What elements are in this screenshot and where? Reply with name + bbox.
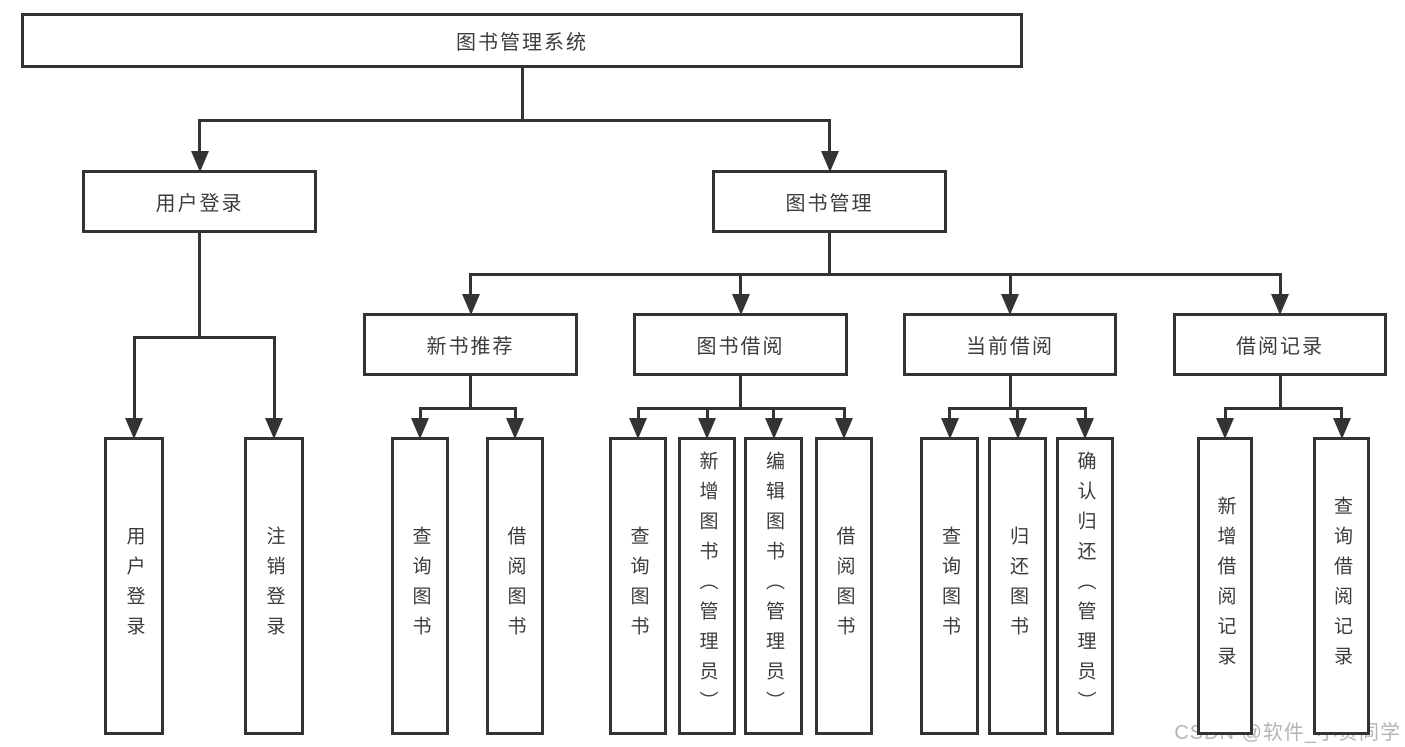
arrowhead-icon: [1076, 418, 1094, 439]
node-label: 新增借阅记录: [1214, 496, 1236, 676]
node-label: 借阅图书: [833, 526, 855, 646]
connector-line: [1340, 407, 1343, 421]
connector-line: [469, 376, 472, 410]
arrowhead-icon: [1271, 294, 1289, 315]
connector-line: [198, 233, 201, 339]
connector-line: [469, 273, 1282, 276]
node-bb-add: 新增图书（管理员）: [678, 437, 736, 735]
connector-line: [513, 407, 517, 421]
node-cb-query: 查询图书: [920, 437, 979, 735]
node-label: 注销登录: [263, 526, 285, 646]
node-br-query: 查询借阅记录: [1313, 437, 1370, 735]
node-label: 查询借阅记录: [1331, 496, 1352, 676]
node-label: 新书推荐: [426, 336, 515, 358]
connector-line: [469, 273, 472, 297]
node-label: 当前借阅: [966, 336, 1054, 358]
node-label: 借阅记录: [1236, 336, 1324, 358]
connector-line: [828, 119, 831, 154]
arrowhead-icon: [764, 418, 783, 439]
node-cb-confirm: 确认归还（管理员）: [1056, 437, 1114, 735]
arrowhead-icon: [1332, 418, 1351, 439]
connector-line: [636, 407, 640, 421]
arrowhead-icon: [835, 418, 853, 439]
connector-line: [132, 336, 136, 421]
connector-line: [1008, 376, 1012, 410]
connector-line: [418, 407, 517, 410]
node-cb-return: 归还图书: [988, 437, 1047, 735]
node-label: 归还图书: [1007, 526, 1028, 646]
connector-line: [1008, 273, 1012, 297]
node-nb-borrow: 借阅图书: [486, 437, 544, 735]
arrowhead-icon: [1216, 418, 1234, 439]
connector-line: [1223, 407, 1343, 410]
connector-line: [739, 376, 742, 410]
connector-line: [828, 233, 831, 276]
node-label: 新增图书（管理员）: [696, 451, 718, 721]
node-label: 用户登录: [123, 526, 145, 646]
node-br-add: 新增借阅记录: [1197, 437, 1253, 735]
connector-line: [1016, 407, 1019, 421]
arrowhead-icon: [265, 418, 283, 439]
node-bb-borrow: 借阅图书: [815, 437, 873, 735]
node-label: 查询图书: [939, 526, 960, 646]
arrowhead-icon: [940, 418, 959, 439]
node-label: 用户登录: [155, 193, 244, 215]
connector-line: [636, 407, 846, 410]
connector-line: [1278, 376, 1282, 410]
node-bb-edit: 编辑图书（管理员）: [744, 437, 803, 735]
arrowhead-icon: [411, 418, 429, 439]
connector-line: [1083, 407, 1087, 421]
node-root: 图书管理系统: [21, 13, 1023, 68]
connector-line: [520, 68, 524, 122]
node-records: 借阅记录: [1173, 313, 1387, 376]
arrowhead-icon: [1008, 418, 1027, 439]
arrowhead-icon: [820, 151, 839, 172]
node-label: 图书管理系统: [456, 32, 588, 54]
node-label: 查询图书: [409, 526, 431, 646]
node-current: 当前借阅: [903, 313, 1117, 376]
connector-line: [198, 119, 831, 122]
connector-line: [198, 119, 201, 154]
node-mgmt: 图书管理: [712, 170, 947, 233]
node-label: 查询图书: [627, 526, 649, 646]
node-logout: 注销登录: [244, 437, 304, 735]
node-login: 用户登录: [82, 170, 317, 233]
arrowhead-icon: [731, 294, 750, 315]
arrowhead-icon: [190, 151, 209, 172]
connector-line: [739, 273, 742, 297]
connector-line: [1278, 273, 1282, 297]
node-nb-query: 查询图书: [391, 437, 449, 735]
node-label: 确认归还（管理员）: [1074, 451, 1096, 721]
node-label: 图书管理: [785, 193, 874, 215]
node-label: 借阅图书: [504, 526, 526, 646]
arrowhead-icon: [698, 418, 716, 439]
arrowhead-icon: [629, 418, 647, 439]
node-label: 编辑图书（管理员）: [763, 451, 784, 721]
connector-line: [772, 407, 775, 421]
connector-line: [948, 407, 951, 421]
node-bb-query: 查询图书: [609, 437, 667, 735]
connector-line: [272, 336, 276, 421]
node-newbook: 新书推荐: [363, 313, 578, 376]
node-user-login: 用户登录: [104, 437, 164, 735]
connector-line: [705, 407, 709, 421]
connector-line: [418, 407, 422, 421]
node-label: 图书借阅: [696, 336, 785, 358]
node-borrow: 图书借阅: [633, 313, 848, 376]
arrowhead-icon: [461, 294, 480, 315]
connector-line: [842, 407, 846, 421]
connector-line: [132, 336, 276, 339]
arrowhead-icon: [1001, 294, 1019, 315]
arrowhead-icon: [506, 418, 524, 439]
arrowhead-icon: [125, 418, 143, 439]
connector-line: [1223, 407, 1227, 421]
